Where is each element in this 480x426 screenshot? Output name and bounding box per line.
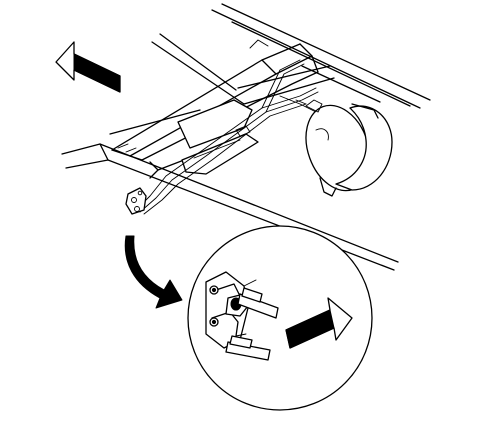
detail-direction-arrow-icon: [285, 297, 353, 349]
direction-arrow-icon: [55, 41, 121, 93]
detail-view: [187, 225, 373, 411]
center-bracket: [177, 99, 259, 175]
line-connector-detail: [205, 271, 257, 349]
routed-lines: [135, 59, 319, 215]
underbody-illustration: [61, 3, 431, 271]
upper-line-detail: [237, 287, 279, 319]
axle-drum: [295, 99, 393, 197]
frame-rail-far: [211, 3, 431, 109]
crossmember: [151, 33, 335, 105]
curved-callout-arrow-icon: [124, 235, 183, 309]
line-clip: [125, 187, 147, 215]
lower-line-detail: [225, 335, 271, 361]
